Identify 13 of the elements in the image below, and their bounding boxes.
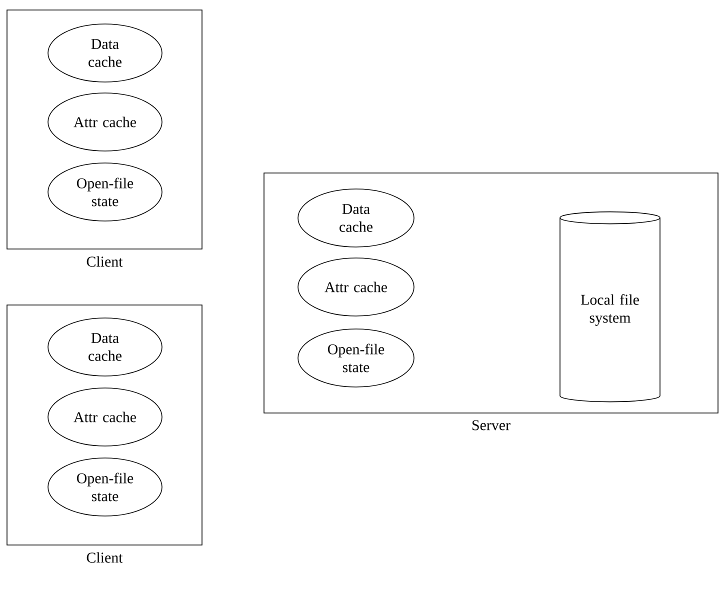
node-label: Server bbox=[472, 420, 510, 430]
ellipse-node: Open-file state bbox=[48, 162, 162, 222]
ellipse-node: Attr cache bbox=[48, 92, 162, 152]
ellipse-node: Attr cache bbox=[298, 258, 414, 316]
ellipse-node: Open-file state bbox=[48, 458, 162, 516]
node-label: Client bbox=[86, 256, 123, 267]
node-label: Client bbox=[86, 552, 123, 563]
ellipse-node: Data cache bbox=[298, 188, 414, 248]
ellipse-node: Attr cache bbox=[48, 388, 162, 446]
ellipse-node: Open-file state bbox=[298, 328, 414, 388]
ellipse-node: Data cache bbox=[48, 318, 162, 376]
cylinder-node: Local file system bbox=[560, 211, 660, 402]
ellipse-node: Data cache bbox=[48, 24, 162, 82]
